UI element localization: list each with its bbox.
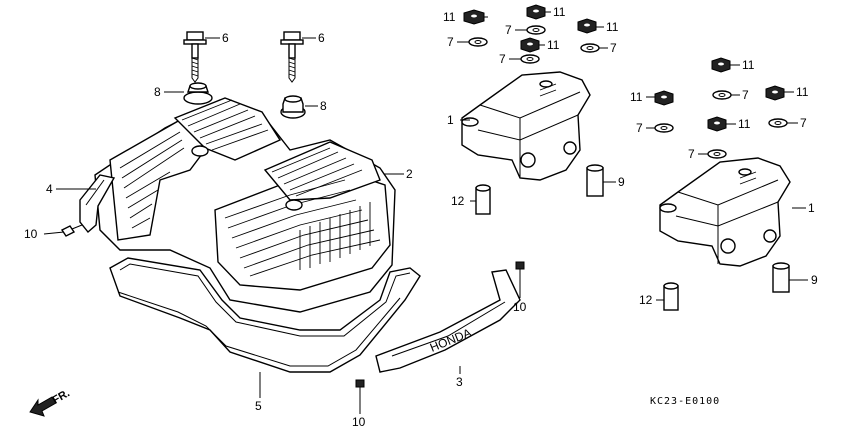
nut-right-top — [711, 57, 731, 73]
label-7-b: 7 — [505, 23, 512, 37]
screw-bottom — [355, 379, 365, 396]
label-11-g: 11 — [796, 85, 809, 99]
screw-middle — [515, 261, 525, 282]
label-8-right: 8 — [320, 99, 327, 113]
front-direction-label: FR. — [51, 387, 72, 406]
label-11-h: 11 — [738, 117, 751, 131]
figure-code: KC23-E0100 — [650, 396, 720, 407]
label-10-middle: 10 — [513, 300, 527, 314]
label-11-e: 11 — [742, 58, 755, 72]
screw-left — [60, 224, 83, 237]
label-11-d: 11 — [547, 38, 560, 52]
cylinder-head-cover-gasket — [109, 257, 421, 373]
washers — [468, 25, 788, 159]
nut-top-center — [526, 4, 546, 20]
label-9-upper: 9 — [618, 175, 625, 189]
label-7-f: 7 — [636, 121, 643, 135]
label-11-b: 11 — [553, 5, 566, 19]
cover-fins — [119, 99, 381, 277]
label-7-g: 7 — [800, 116, 807, 130]
collar-lower — [772, 262, 790, 293]
label-7-a: 7 — [447, 35, 454, 49]
label-12-upper: 12 — [451, 194, 465, 208]
label-9-lower: 9 — [811, 273, 818, 287]
bolt-right — [280, 31, 304, 83]
nut-top-left — [463, 9, 485, 25]
label-11-f: 11 — [630, 90, 643, 104]
nut-right-mid — [707, 116, 727, 132]
label-7-d: 7 — [499, 52, 506, 66]
label-12-lower: 12 — [639, 293, 653, 307]
callout-labels: 6 6 8 8 2 4 10 10 10 5 3 1 1 12 12 9 9 1… — [24, 5, 818, 429]
label-6-right: 6 — [318, 31, 325, 45]
label-7-e: 7 — [742, 88, 749, 102]
front-direction-arrow: FR. — [29, 387, 72, 417]
collar-upper — [586, 164, 604, 197]
label-1-upper: 1 — [447, 113, 454, 127]
rocker-arm-holder-upper — [461, 71, 591, 181]
label-1-lower: 1 — [808, 201, 815, 215]
nut-right-left — [654, 90, 674, 106]
label-10-bottom: 10 — [352, 415, 366, 429]
label-3: 3 — [456, 375, 463, 389]
label-4: 4 — [46, 182, 53, 196]
label-11-c: 11 — [606, 20, 619, 34]
dowel-pin-lower — [663, 282, 679, 311]
leader-lines — [43, 11, 808, 414]
cover-bracket — [79, 174, 116, 234]
cylinder-head-cover — [94, 97, 396, 313]
label-7-h: 7 — [688, 147, 695, 161]
nut-right-far — [765, 85, 785, 101]
label-5: 5 — [255, 399, 262, 413]
label-10-left: 10 — [24, 227, 38, 241]
grommet-right — [280, 95, 306, 119]
label-2: 2 — [406, 167, 413, 181]
label-6-left: 6 — [222, 31, 229, 45]
dowel-pin-upper — [475, 184, 491, 215]
label-7-c: 7 — [610, 41, 617, 55]
nut-center — [520, 37, 540, 53]
label-11-a: 11 — [443, 10, 456, 24]
bolt-left — [183, 31, 207, 83]
rocker-arm-holder-lower — [659, 157, 791, 267]
grommet-left — [183, 82, 213, 105]
label-8-left: 8 — [154, 85, 161, 99]
nut-top-right — [577, 18, 597, 34]
